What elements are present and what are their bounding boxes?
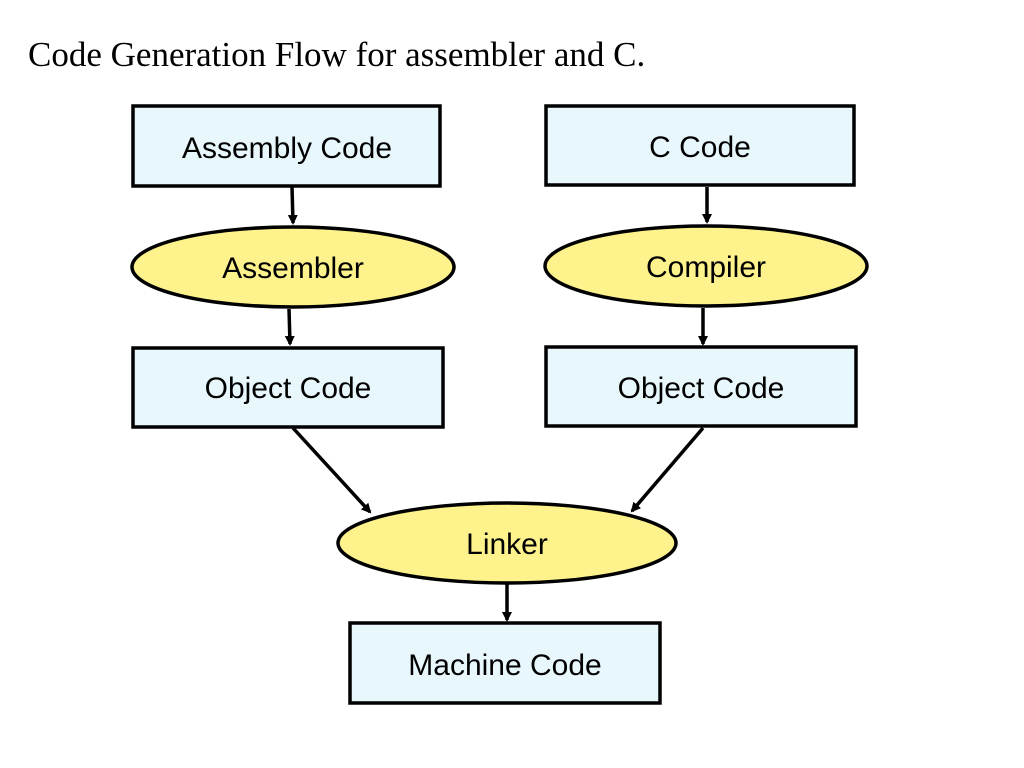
compiler-ellipse bbox=[543, 224, 869, 308]
linker-label: Linker bbox=[466, 528, 548, 561]
edge-object-code-right-to-linker bbox=[630, 426, 705, 513]
node-object-code-left: Object Code bbox=[131, 346, 445, 429]
assembler-ellipse bbox=[130, 225, 456, 309]
node-assembler: Assembler bbox=[130, 225, 456, 309]
node-assembly-code: Assembly Code bbox=[131, 104, 442, 188]
object-code-left-label: Object Code bbox=[205, 372, 372, 405]
assembler-label: Assembler bbox=[222, 252, 364, 285]
machine-code-box bbox=[348, 621, 662, 705]
c-code-label: C Code bbox=[649, 131, 751, 164]
edge-assembly-code-to-assembler bbox=[287, 186, 298, 225]
slide-title: Code Generation Flow for assembler and C… bbox=[28, 35, 646, 74]
c-code-box bbox=[544, 104, 856, 187]
assembly-code-label: Assembly Code bbox=[182, 132, 392, 165]
node-c-code: C Code bbox=[544, 104, 856, 187]
compiler-label: Compiler bbox=[646, 251, 766, 284]
node-object-code-right: Object Code bbox=[544, 345, 858, 428]
machine-code-label: Machine Code bbox=[408, 649, 601, 682]
edges bbox=[284, 186, 712, 622]
object-code-right-label: Object Code bbox=[618, 372, 785, 405]
assembly-code-box bbox=[131, 104, 442, 188]
edge-object-code-left-to-linker bbox=[291, 426, 372, 514]
linker-ellipse bbox=[336, 501, 678, 585]
node-compiler: Compiler bbox=[543, 224, 869, 308]
object-code-left-box bbox=[131, 346, 445, 429]
node-machine-code: Machine Code bbox=[348, 621, 662, 705]
node-linker: Linker bbox=[336, 501, 678, 585]
object-code-right-box bbox=[544, 345, 858, 428]
edge-assembler-to-object-code-left bbox=[284, 308, 295, 346]
